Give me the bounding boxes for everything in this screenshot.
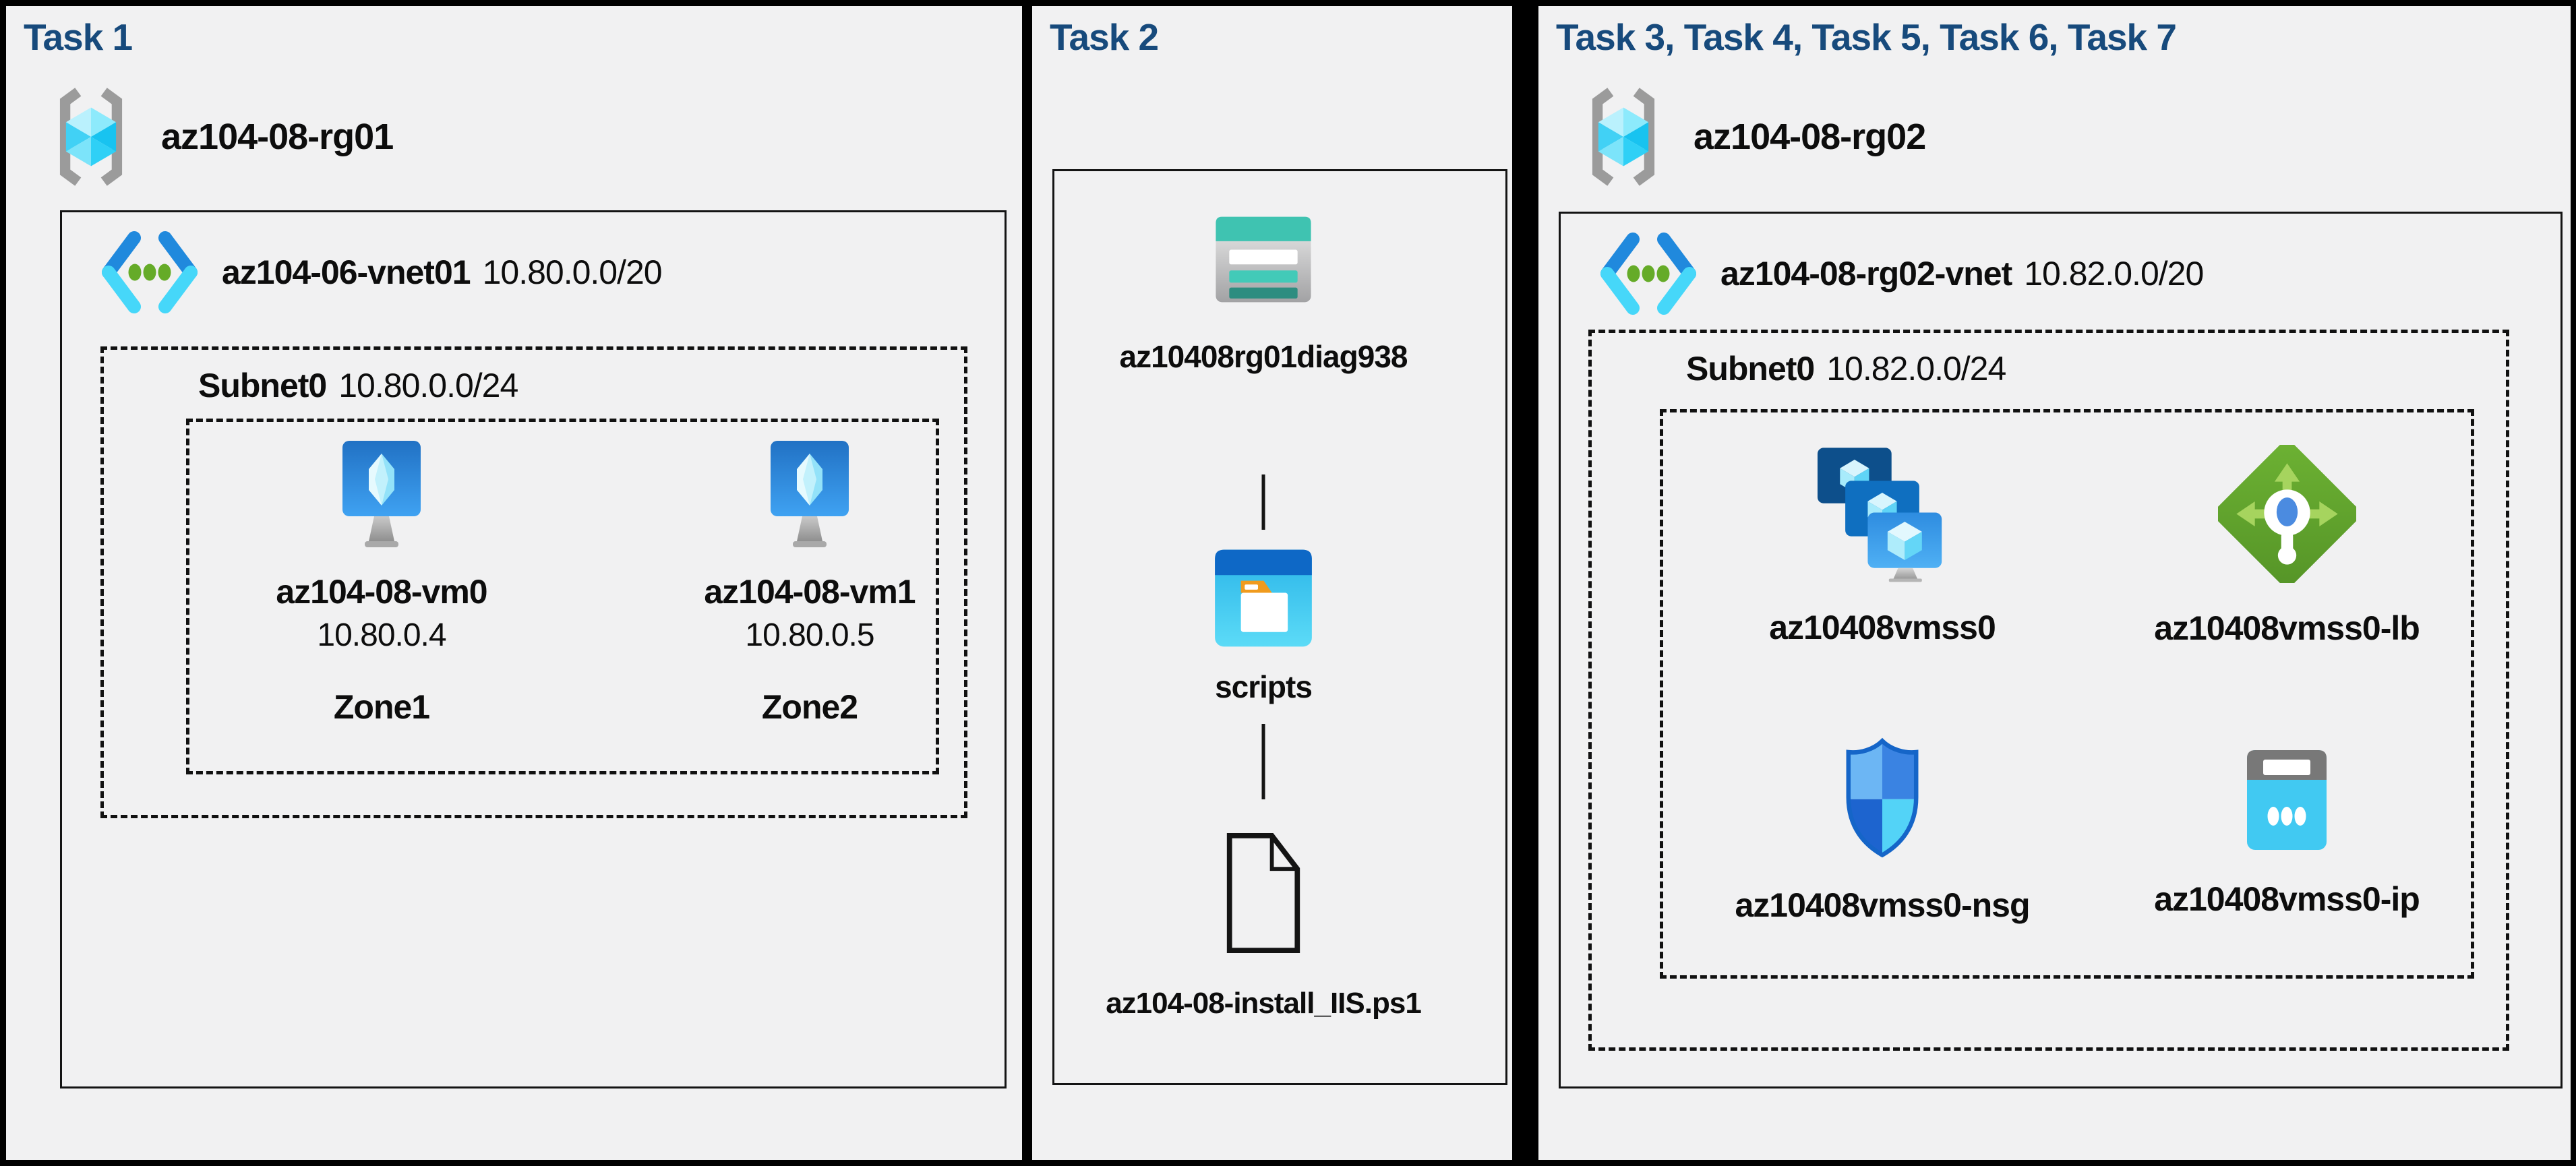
blob-container-icon bbox=[1215, 549, 1312, 647]
script-file-name: az104-08-install_IIS.ps1 bbox=[1106, 987, 1422, 1020]
storage-account-name: az10408rg01diag938 bbox=[1119, 339, 1408, 374]
vm-zone: Zone2 bbox=[761, 688, 858, 726]
resource-group-icon bbox=[59, 88, 123, 186]
virtual-network-icon bbox=[102, 231, 198, 313]
public-ip-item: az10408vmss0-ip bbox=[2132, 746, 2442, 919]
panel-task1: Task 1 az104-08-rg01 bbox=[6, 6, 1022, 1160]
resource-name: az10408vmss0-nsg bbox=[1735, 886, 2030, 924]
resource-name: az10408vmss0-ip bbox=[2154, 880, 2420, 918]
nsg-item: az10408vmss0-nsg bbox=[1727, 735, 2037, 925]
connector-line bbox=[1261, 724, 1265, 799]
panel-task2: Task 2 az10408rg01diag938 bbox=[1032, 6, 1512, 1160]
resource-group-name: az104-08-rg01 bbox=[161, 117, 394, 157]
resource-group-rg02: az104-08-rg02 bbox=[1580, 86, 1926, 188]
vm-ip: 10.80.0.4 bbox=[317, 617, 446, 653]
container-name: scripts bbox=[1215, 669, 1313, 704]
vm-name: az104-08-vm0 bbox=[276, 573, 487, 611]
task3-7-header: Task 3, Task 4, Task 5, Task 6, Task 7 bbox=[1556, 16, 2177, 58]
virtual-machine-icon bbox=[771, 441, 849, 547]
resource-group-name: az104-08-rg02 bbox=[1694, 117, 1926, 157]
vm-ip: 10.80.0.5 bbox=[745, 617, 874, 653]
vmss-group-box: az10408vmss0 bbox=[1660, 409, 2474, 979]
nsg-icon bbox=[1846, 737, 1919, 858]
vm-zone: Zone1 bbox=[333, 688, 430, 726]
load-balancer-icon bbox=[2217, 445, 2356, 583]
connector-line bbox=[1261, 474, 1265, 530]
storage-account-icon bbox=[1216, 216, 1311, 303]
vm-group-box: az104-08-vm0 10.80.0.4 Zone1 bbox=[186, 419, 939, 774]
task1-header: Task 1 bbox=[24, 16, 133, 58]
vmss-icon bbox=[1817, 448, 1942, 582]
vm1-item: az104-08-vm1 10.80.0.5 Zone2 bbox=[655, 439, 965, 727]
resource-name: az10408vmss0 bbox=[1769, 609, 1996, 646]
virtual-network-icon bbox=[1600, 233, 1696, 315]
vm-name: az104-08-vm1 bbox=[704, 573, 916, 611]
vmss-item: az10408vmss0 bbox=[1727, 439, 2037, 647]
virtual-machine-icon bbox=[342, 441, 421, 547]
resource-group-icon bbox=[1592, 88, 1655, 186]
script-file-icon bbox=[1226, 833, 1300, 953]
resource-group-rg01: az104-08-rg01 bbox=[48, 86, 394, 188]
resource-name: az10408vmss0-lb bbox=[2154, 609, 2420, 647]
storage-boundary-box: az10408rg01diag938 scripts bbox=[1052, 169, 1507, 1085]
load-balancer-item: az10408vmss0-lb bbox=[2132, 445, 2442, 648]
panel-task3-7: Task 3, Task 4, Task 5, Task 6, Task 7 a… bbox=[1538, 6, 2571, 1160]
task2-header: Task 2 bbox=[1050, 16, 1159, 58]
public-ip-icon bbox=[2247, 750, 2327, 850]
vm0-item: az104-08-vm0 10.80.0.4 Zone1 bbox=[227, 439, 537, 727]
